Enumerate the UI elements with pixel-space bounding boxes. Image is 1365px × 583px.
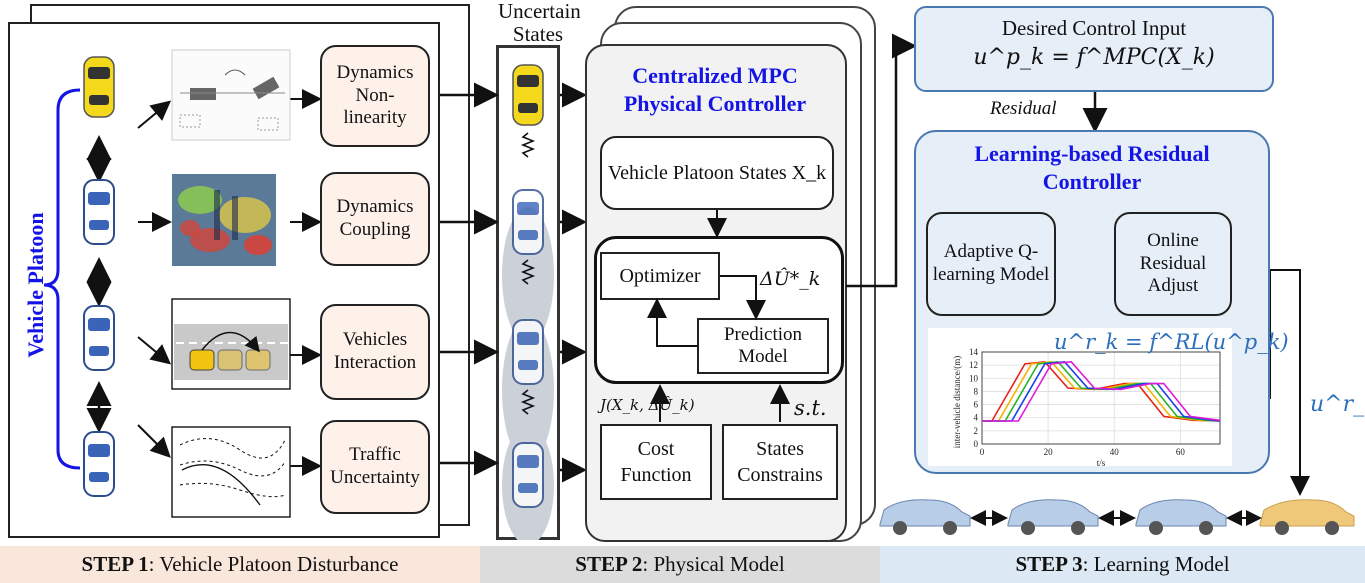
factor-box-interaction: Vehicles Interaction — [320, 304, 430, 400]
chart-xlabel: t/s — [1097, 458, 1106, 466]
car-blue-icon-4 — [83, 431, 115, 497]
uncertain-states-graphics — [502, 64, 554, 540]
chart-xtick-label: 0 — [980, 447, 985, 457]
optimizer-box: Optimizer — [600, 252, 720, 300]
factor-box-traffic: Traffic Uncertainty — [320, 420, 430, 514]
learning-title: Learning-based Residual Controller — [974, 141, 1210, 194]
dynamics-sketch-image — [171, 49, 291, 141]
chart-ytick-label: 4 — [974, 413, 979, 423]
delta-u-label: ΔÛ*_k — [760, 268, 821, 290]
platoon-states-box: Vehicle Platoon States X_k — [600, 136, 834, 210]
residual-output-label: u^r_k — [1310, 392, 1365, 417]
uncertain-states-title: Uncertain States — [498, 0, 581, 47]
mpc-title: Centralized MPC Physical Controller — [623, 63, 807, 116]
chart-ytick-label: 2 — [974, 426, 979, 436]
desired-formula: u^p_k = f^MPC(X_k) — [973, 45, 1215, 70]
chart-xtick-label: 60 — [1176, 447, 1186, 457]
residual-label: Residual — [990, 98, 1057, 119]
cost-function-box: Cost Function — [600, 424, 712, 500]
rl-formula: u^r_k = f^RL(u^p_k) — [1054, 330, 1289, 354]
chart-ytick-label: 8 — [974, 386, 979, 396]
bottom-platoon — [879, 499, 1355, 535]
step1-graphics — [43, 49, 322, 518]
platoon-brace — [43, 88, 81, 470]
desired-control-box: Desired Control Input u^p_k = f^MPC(X_k) — [914, 6, 1274, 92]
step1-footer: STEP 1: Vehicle Platoon Disturbance — [0, 546, 480, 583]
step3-footer: STEP 3: Learning Model — [880, 546, 1365, 583]
q-learning-box: Adaptive Q-learning Model — [926, 212, 1056, 316]
online-residual-box: Online Residual Adjust — [1114, 212, 1232, 316]
prediction-model-box: Prediction Model — [697, 318, 829, 374]
chart-xtick-label: 20 — [1044, 447, 1054, 457]
st-label: s.t. — [794, 396, 827, 420]
chart-ytick-label: 6 — [974, 400, 979, 410]
factor-box-nonlinearity: Dynamics Non-linearity — [320, 45, 430, 147]
step2-footer: STEP 2: Physical Model — [480, 546, 880, 583]
residual-chart: 0 2 4 6 8 10 12 14 0 20 40 60 inter-vehicle distance… — [928, 328, 1232, 468]
chart-plot-frame — [981, 351, 1221, 445]
chart-ytick-label: 12 — [969, 360, 978, 370]
road-interaction-image — [171, 298, 291, 390]
side-car-icon-3 — [1135, 499, 1227, 535]
car-blue-icon-3 — [83, 305, 115, 371]
chart-ytick-label: 0 — [974, 439, 979, 449]
chart-series-line-5 — [982, 361, 1221, 422]
chart-xtick-label: 40 — [1110, 447, 1120, 457]
uncertainty-arrows-image — [171, 426, 291, 518]
heatmap-image — [172, 174, 276, 266]
car-blue-icon-2 — [83, 179, 115, 245]
chart-ylabel: inter-vehicle distance/(m) — [952, 356, 962, 449]
residual-chart-svg: 0 2 4 6 8 10 12 14 0 20 40 60 inter-vehicle distance… — [952, 347, 1221, 468]
car-yellow-icon — [83, 56, 115, 118]
factor-box-coupling: Dynamics Coupling — [320, 172, 430, 266]
side-car-icon-4 — [1259, 499, 1355, 535]
states-constraints-box: States Constrains — [722, 424, 838, 500]
cost-expression: J(X_k, ΔÛ_k) — [600, 396, 695, 414]
side-car-icon-1 — [879, 499, 971, 535]
desired-title: Desired Control Input — [1001, 16, 1187, 40]
chart-ytick-label: 10 — [969, 373, 979, 383]
chart-ytick-label: 14 — [969, 347, 979, 357]
side-car-icon-2 — [1007, 499, 1099, 535]
